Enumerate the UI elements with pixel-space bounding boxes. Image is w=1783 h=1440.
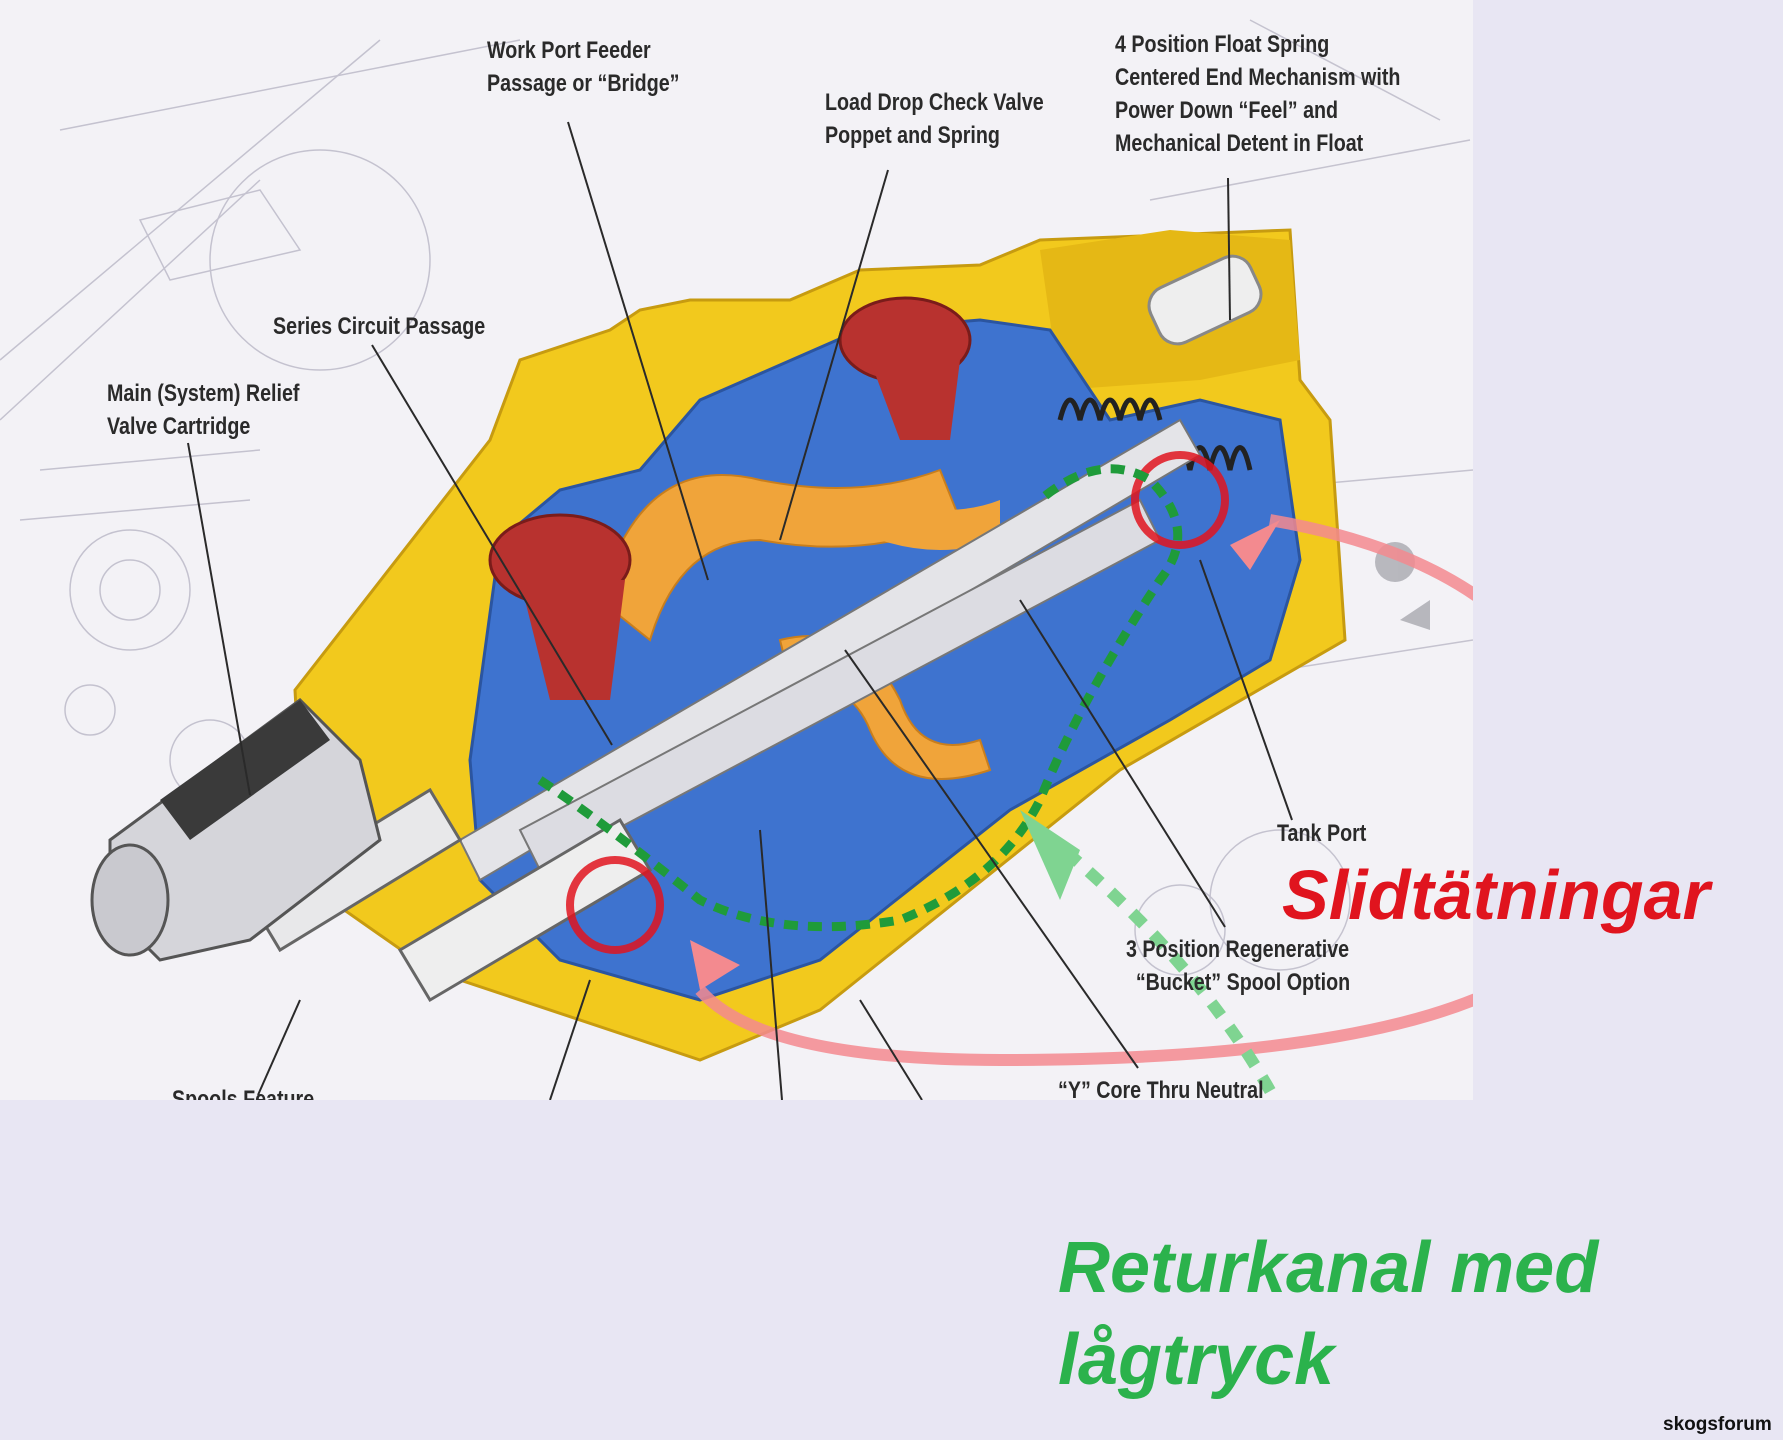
callout-line: Centered End Mechanism with xyxy=(1115,64,1401,91)
callout-line: Series Circuit Passage xyxy=(273,313,486,340)
callout-line: Tank Port xyxy=(1277,820,1367,847)
callout-line: Mechanical Detent in Float xyxy=(1115,130,1364,157)
photo-artwork xyxy=(0,19,1473,1100)
site-watermark: skogsforum xyxy=(1663,1414,1772,1435)
return-channel-arrowhead xyxy=(1020,810,1080,900)
callout-y-core: “Y” Core Thru Neutral xyxy=(1058,1074,1264,1100)
return-channel-pointer xyxy=(1036,825,1282,1100)
callout-line: Load Drop Check Valve xyxy=(825,89,1044,116)
callout-line: Work Port Feeder xyxy=(487,37,651,64)
callout-line: Spools Feature xyxy=(172,1086,315,1100)
relief-valve-cartridge xyxy=(90,698,382,962)
threaded-ports xyxy=(488,296,972,700)
return-channel-label: Returkanal med lågtryck xyxy=(1058,1222,1598,1406)
callout-tank-port: Tank Port xyxy=(1277,817,1366,850)
return-channel-path xyxy=(537,464,1183,932)
callout-float-spring: 4 Position Float Spring Centered End Mec… xyxy=(1115,28,1400,160)
callout-main-relief: Main (System) Relief Valve Cartridge xyxy=(107,377,299,443)
callout-line: “Y” Core Thru Neutral xyxy=(1058,1077,1264,1100)
float-detent-end xyxy=(1147,254,1263,346)
callout-spools-feature: Spools Feature xyxy=(172,1083,314,1100)
callout-line: 3 Position Regenerative xyxy=(1126,936,1350,963)
return-channel-line: lågtryck xyxy=(1058,1320,1335,1400)
callout-regenerative-spool: 3 Position Regenerative “Bucket” Spool O… xyxy=(1126,933,1350,999)
callout-leaders xyxy=(187,121,1293,1100)
callout-work-port-feeder: Work Port Feeder Passage or “Bridge” xyxy=(487,34,679,100)
callout-line: Poppet and Spring xyxy=(825,122,1000,149)
valve-cutaway-photo: Work Port Feeder Passage or “Bridge” Loa… xyxy=(0,0,1473,1100)
callout-line: Main (System) Relief xyxy=(107,380,300,407)
callout-line: Passage or “Bridge” xyxy=(487,70,680,97)
callout-line: Valve Cartridge xyxy=(107,413,251,440)
return-channel-line: Returkanal med xyxy=(1058,1228,1599,1308)
seals-label: Slidtätningar xyxy=(1282,856,1710,934)
callout-line: 4 Position Float Spring xyxy=(1115,31,1330,58)
seal-annotation-marks xyxy=(566,451,1473,1067)
callout-load-drop-check: Load Drop Check Valve Poppet and Spring xyxy=(825,86,1044,152)
callout-series-circuit: Series Circuit Passage xyxy=(273,310,485,343)
callout-line: Power Down “Feel” and xyxy=(1115,97,1339,124)
callout-line: “Bucket” Spool Option xyxy=(1135,969,1351,996)
